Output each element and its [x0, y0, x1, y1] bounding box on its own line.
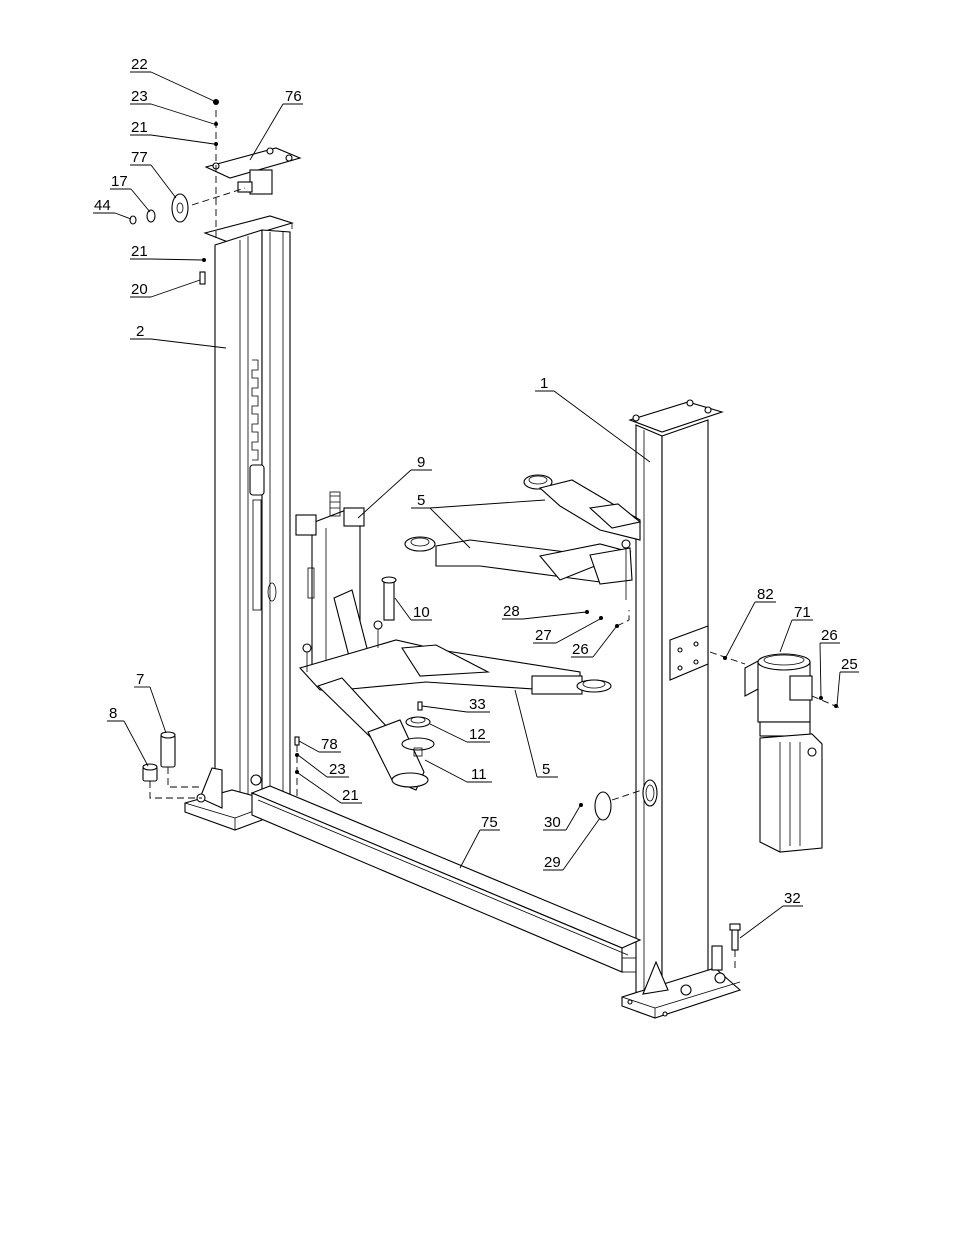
callout-30: 30: [544, 814, 561, 831]
callout-2: 2: [136, 323, 144, 340]
callout-23: 23: [329, 761, 346, 778]
callout-44: 44: [94, 197, 111, 214]
callout-21: 21: [342, 787, 359, 804]
callout-78: 78: [321, 736, 338, 753]
callout-32: 32: [784, 890, 801, 907]
callout-25: 25: [841, 656, 858, 673]
callout-20: 20: [131, 281, 148, 298]
callout-1: 1: [540, 375, 548, 392]
power-unit: [709, 651, 841, 853]
callout-28: 28: [503, 603, 520, 620]
callout-11: 11: [471, 766, 487, 783]
loose-parts: [142, 576, 741, 970]
upper-arms: [404, 474, 642, 600]
callout-leaders: [93, 71, 859, 939]
callout-75: 75: [481, 814, 498, 831]
callout-10: 10: [413, 604, 430, 621]
callout-labels: 22 23 76 21 77 17 44 21 20 2 1 9 5 10 28…: [94, 56, 858, 907]
callout-17: 17: [111, 173, 128, 190]
callout-33: 33: [469, 696, 486, 713]
callout-5: 5: [542, 761, 550, 778]
top-plate-assembly: [129, 99, 302, 285]
callout-76: 76: [285, 88, 302, 105]
callout-22: 22: [131, 56, 148, 73]
callout-27: 27: [535, 627, 552, 644]
lower-arms: [299, 620, 612, 791]
callout-26: 26: [572, 641, 589, 658]
callout-29: 29: [544, 854, 561, 871]
callout-5: 5: [417, 492, 425, 509]
right-column: [621, 399, 742, 1019]
callout-26: 26: [821, 627, 838, 644]
callout-21: 21: [131, 119, 148, 136]
base-beam: [250, 785, 642, 973]
callout-7: 7: [136, 671, 144, 688]
callout-82: 82: [757, 586, 774, 603]
callout-12: 12: [469, 726, 486, 743]
left-column: [184, 215, 294, 831]
callout-77: 77: [131, 149, 148, 166]
callout-23: 23: [131, 88, 148, 105]
carriage: [295, 491, 371, 681]
callout-9: 9: [417, 454, 425, 471]
callout-8: 8: [109, 705, 117, 722]
callout-21: 21: [131, 243, 148, 260]
callout-71: 71: [794, 604, 811, 621]
